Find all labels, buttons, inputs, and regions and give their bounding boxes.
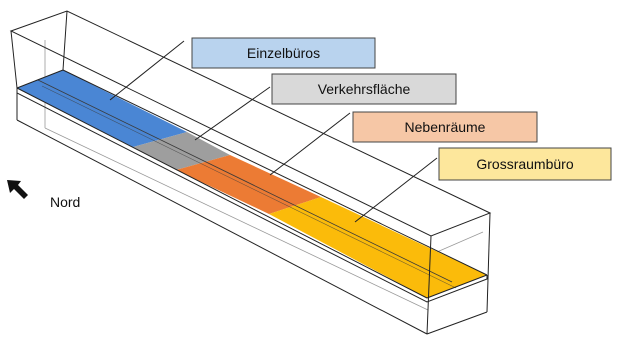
leader-einzelbueros [109, 40, 185, 101]
label-verkehrsflaeche: Verkehrsfläche [271, 73, 457, 105]
north-indicator: Nord [7, 180, 80, 210]
label-box-einzelbueros [191, 37, 376, 69]
floor-zone-nebenraeume [176, 155, 321, 214]
label-text-einzelbueros: Einzelbüros [247, 45, 320, 61]
zone-labels: Einzelbüros Verkehrsfläche Nebenräume Gr… [191, 37, 612, 181]
floor-zone-grossraumbuero [269, 197, 487, 298]
floor-zone-verkehrsflaeche [133, 132, 230, 170]
leader-lines [109, 40, 438, 223]
label-grossraumbuero: Grossraumbüro [438, 147, 612, 181]
leader-nebenraeume [269, 112, 351, 176]
leader-grossraumbuero [354, 157, 438, 223]
north-label: Nord [50, 194, 80, 210]
label-box-verkehrsflaeche [271, 73, 457, 105]
label-text-grossraumbuero: Grossraumbüro [476, 156, 573, 172]
label-box-grossraumbuero [438, 147, 612, 181]
north-arrow-icon [7, 180, 28, 199]
leader-verkehrsflaeche [194, 86, 271, 141]
label-text-nebenraeume: Nebenräume [405, 119, 486, 135]
floor-zone-einzelbueros [17, 70, 187, 147]
label-nebenraeume: Nebenräume [352, 111, 538, 143]
label-box-nebenraeume [352, 111, 538, 143]
label-einzelbueros: Einzelbüros [191, 37, 376, 69]
box-front-edges [9, 10, 492, 335]
label-text-verkehrsflaeche: Verkehrsfläche [318, 81, 411, 97]
